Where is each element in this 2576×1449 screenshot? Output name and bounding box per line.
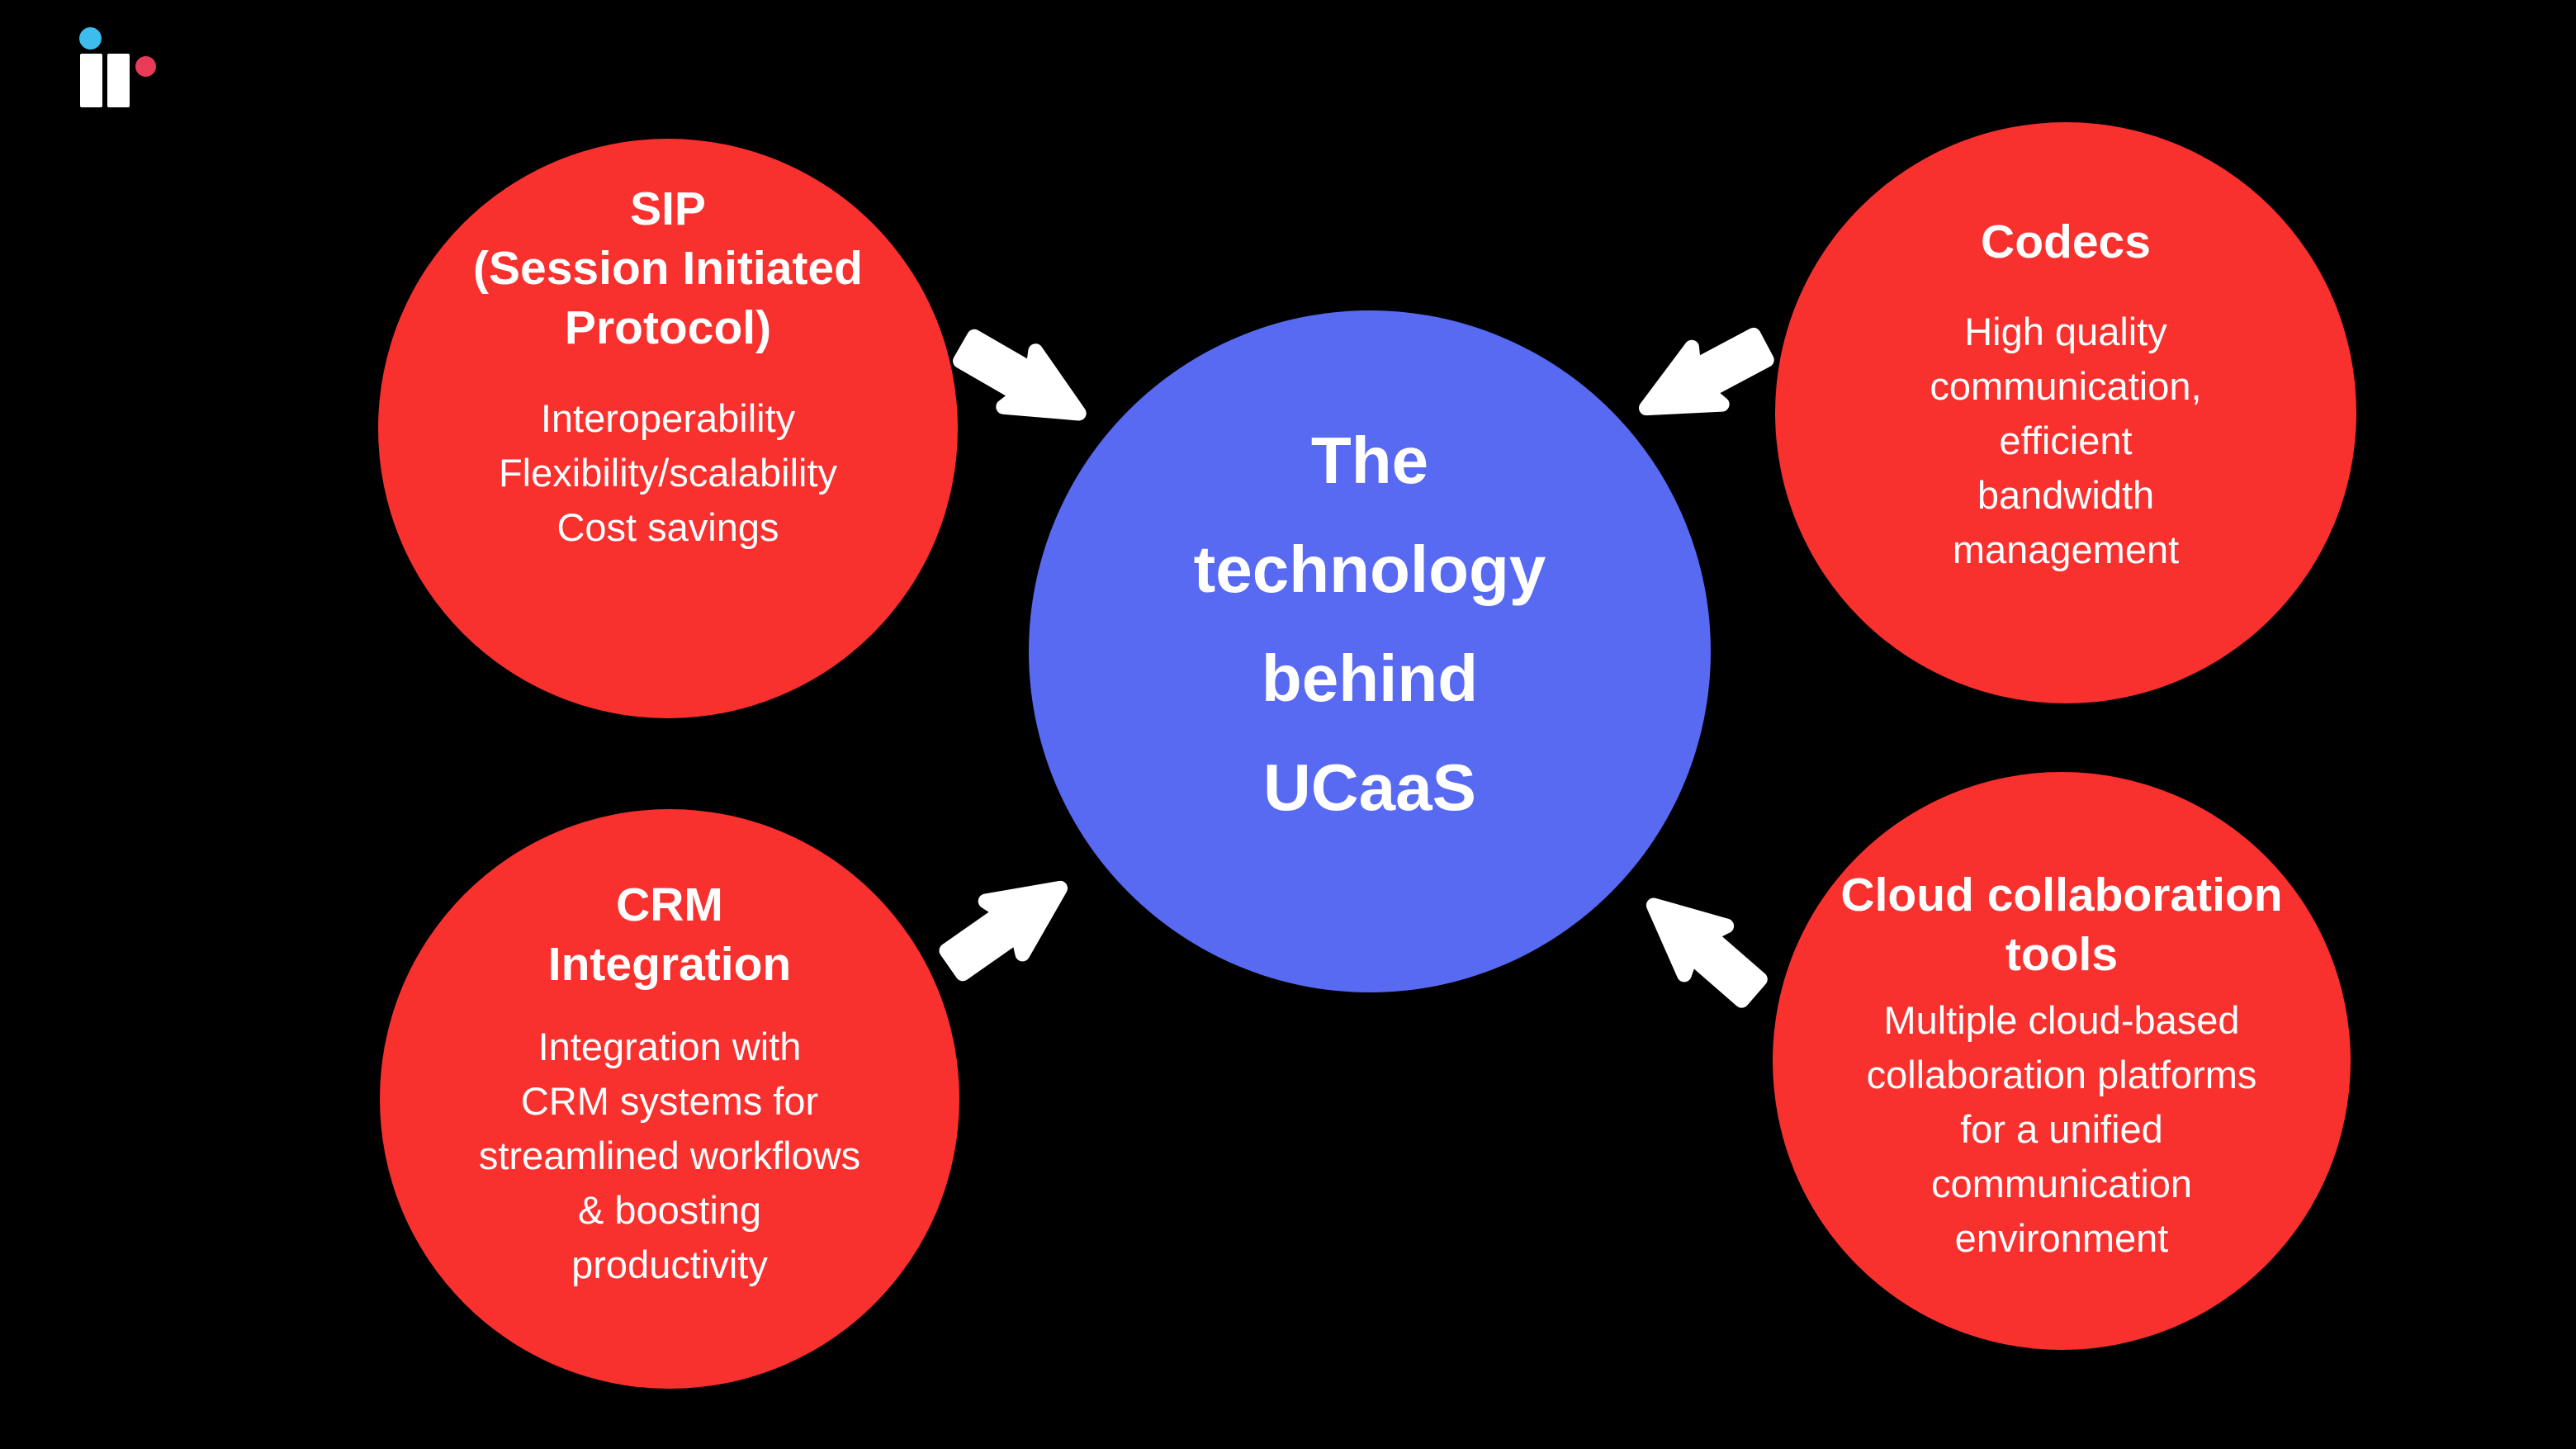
node-codecs-title: Codecs	[1981, 215, 2151, 268]
logo-bar-icon	[107, 54, 130, 107]
arrow-sip-to-center-icon	[953, 329, 1087, 421]
node-cloud-title: Cloud collaboration tools	[1840, 869, 2283, 981]
ir-logo	[0, 0, 198, 132]
node-codecs-body: High quality communication, efficient ba…	[1930, 310, 2202, 571]
node-codecs: Codecs High quality communication, effic…	[1775, 122, 2356, 703]
node-sip: SIP (Session Initiated Protocol) Interop…	[378, 139, 958, 718]
node-crm-title: CRM Integration	[547, 878, 792, 991]
logo-pink-dot-icon	[135, 56, 156, 77]
node-cloud-body: Multiple cloud-based collaboration platf…	[1866, 998, 2257, 1260]
logo-cyan-dot-icon	[79, 27, 102, 50]
center-node-title: The technology behind UCaaS	[1193, 424, 1546, 824]
arrow-cloud-to-center-icon	[1646, 897, 1768, 1008]
arrow-codecs-to-center-icon	[1639, 327, 1774, 416]
node-cloud: Cloud collaboration tools Multiple cloud…	[1773, 772, 2351, 1350]
node-crm: CRM Integration Integration with CRM sys…	[380, 809, 959, 1389]
center-node: The technology behind UCaaS	[1029, 310, 1711, 992]
arrow-crm-to-center-icon	[939, 880, 1068, 982]
node-crm-body: Integration with CRM systems for streaml…	[478, 1025, 861, 1286]
logo-bar-icon	[80, 54, 102, 107]
node-sip-title: SIP (Session Initiated Protocol)	[473, 182, 863, 354]
node-sip-body: Interoperability Flexibility/scalability…	[498, 396, 838, 549]
